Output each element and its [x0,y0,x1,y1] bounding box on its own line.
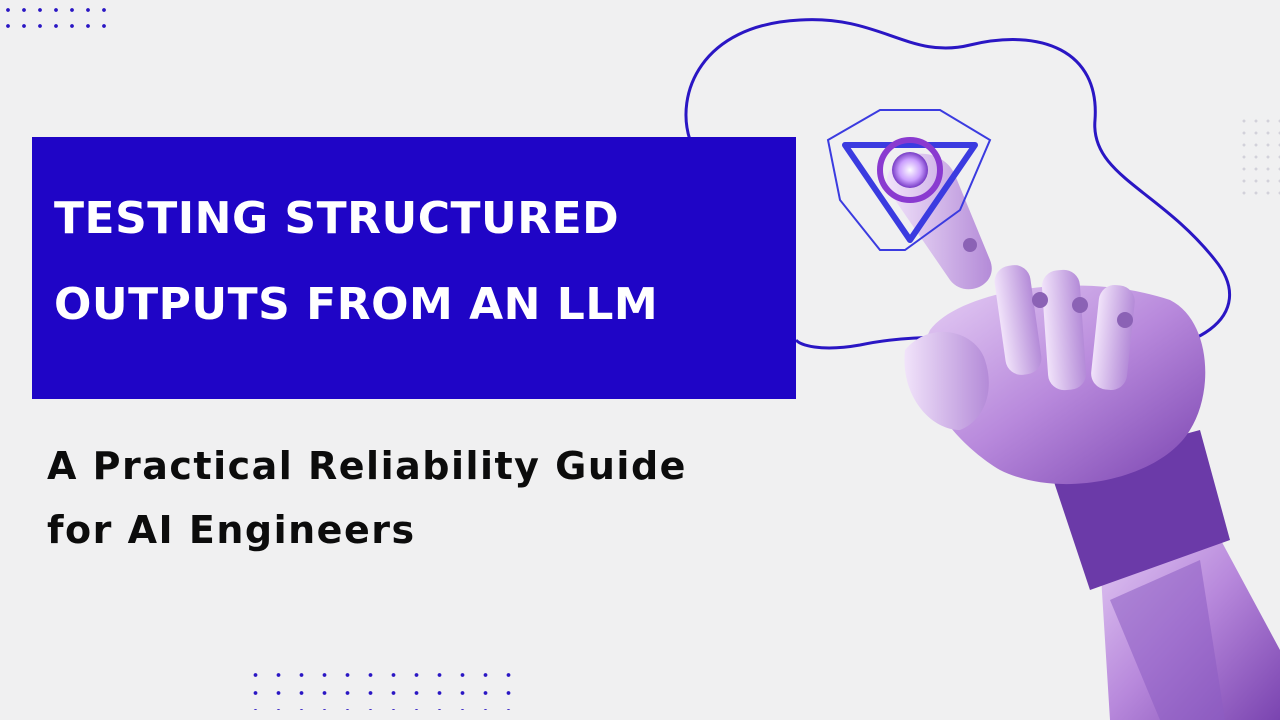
subtitle-line-1: A Practical Reliability Guide [47,444,687,488]
decorative-dot-grid-right [1238,115,1280,197]
robot-hand-illustration [886,153,1280,720]
decorative-dot-grid-top [0,2,118,34]
subtitle-line-2: for AI Engineers [47,508,416,552]
title-box: TESTING STRUCTURED OUTPUTS FROM AN LLM [32,137,796,399]
decorative-dot-grid-bottom [244,666,520,710]
triangle-hologram-icon [826,109,992,251]
title-line-2: OUTPUTS FROM AN LLM [54,279,659,330]
title-line-1: TESTING STRUCTURED [54,193,620,244]
